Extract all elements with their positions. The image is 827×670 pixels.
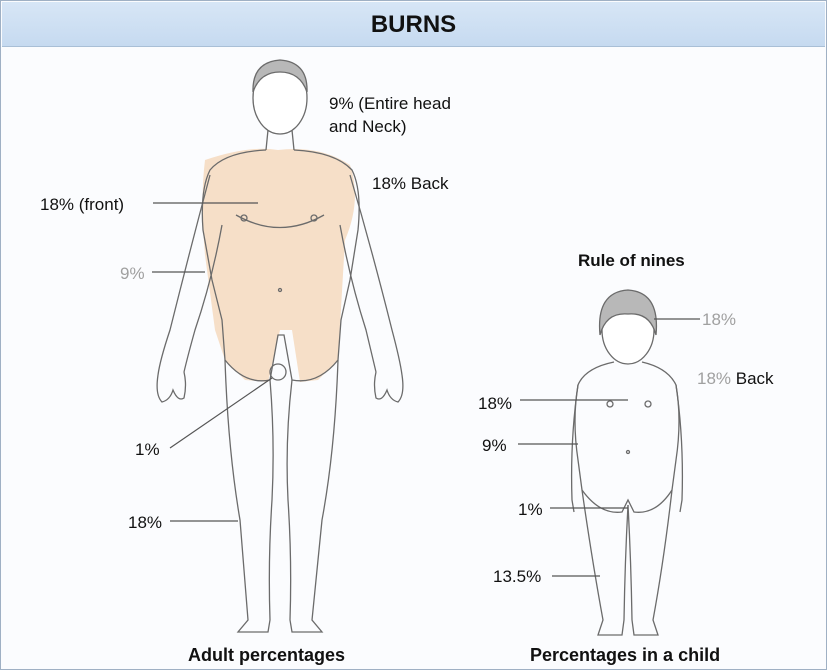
- child-caption: Percentages in a child: [530, 645, 720, 666]
- adult-front-label: 18% (front): [40, 195, 124, 215]
- child-back-word: Back: [736, 369, 774, 388]
- child-leader-lines: [518, 319, 700, 576]
- adult-back-label: 18% Back: [372, 174, 449, 194]
- adult-head-label-line1: 9% (Entire head: [329, 94, 451, 114]
- adult-figure: [157, 60, 403, 632]
- adult-arm-label: 9%: [120, 264, 145, 284]
- child-arm-label: 9%: [482, 436, 507, 456]
- child-front-label: 18%: [478, 394, 512, 414]
- adult-groin-label: 1%: [135, 440, 160, 460]
- adult-left-hand: [157, 372, 185, 402]
- adult-right-leg: [287, 360, 338, 632]
- child-back-percent: 18%: [697, 369, 731, 388]
- adult-head-label-line2: and Neck): [329, 117, 406, 137]
- child-leg-label: 13.5%: [493, 567, 541, 587]
- child-head-label: 18%: [702, 310, 736, 330]
- child-heading: Rule of nines: [578, 251, 685, 271]
- adult-leg-label: 18%: [128, 513, 162, 533]
- adult-caption: Adult percentages: [188, 645, 345, 666]
- child-groin-label: 1%: [518, 500, 543, 520]
- child-torso: [575, 362, 679, 512]
- adult-right-hand: [375, 372, 403, 402]
- child-back-label: 18% Back: [697, 369, 774, 389]
- adult-left-leg: [225, 360, 273, 632]
- adult-shaded-area: [203, 149, 355, 382]
- child-figure: [572, 290, 683, 635]
